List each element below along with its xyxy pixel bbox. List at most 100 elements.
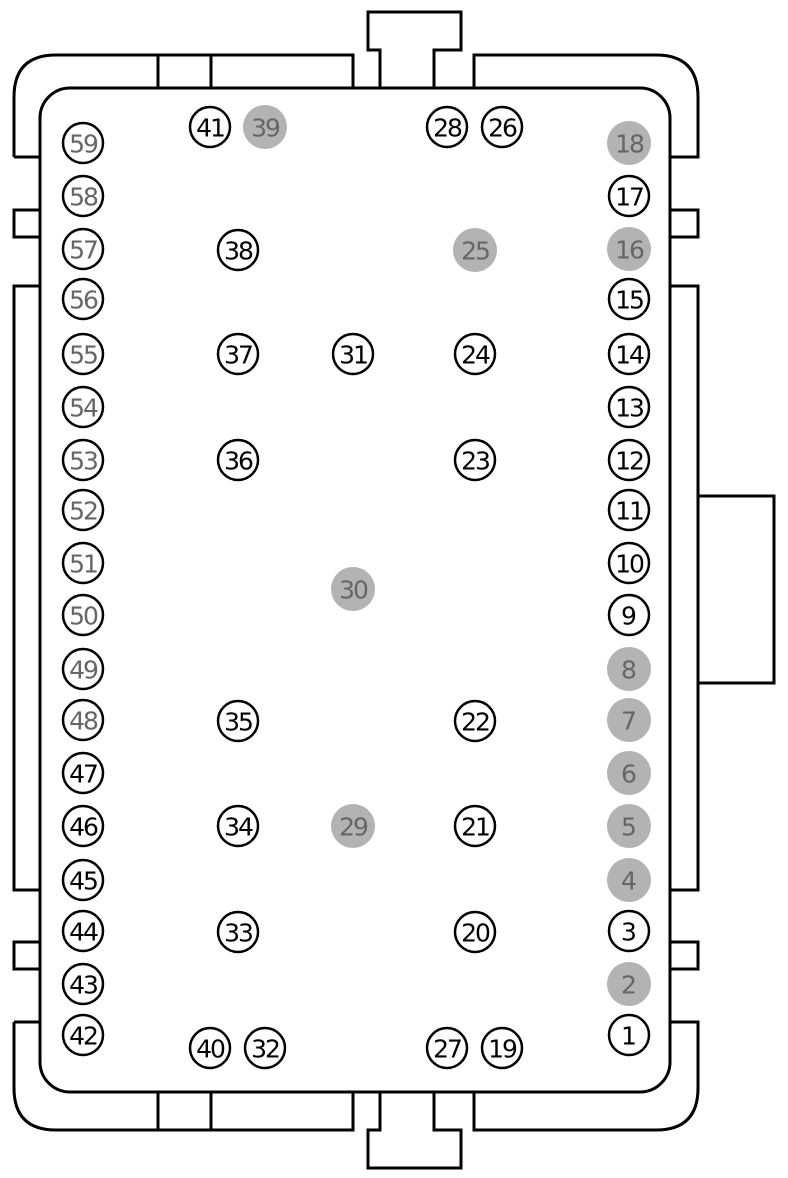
pin-11-circle [607, 488, 651, 532]
pin-6-label: 6 [621, 760, 637, 789]
pin-5-circle [607, 804, 651, 848]
pin-41: 41 [188, 105, 232, 149]
pin-23-circle [453, 438, 497, 482]
pin-39: 39 [243, 105, 287, 149]
pin-14-circle [607, 332, 651, 376]
pin-2-label: 2 [621, 971, 637, 1000]
pin-49: 49 [61, 647, 105, 691]
pin-6: 6 [607, 751, 651, 795]
pin-52: 52 [61, 488, 105, 532]
pin-59: 59 [61, 121, 105, 165]
pin-58-circle [61, 174, 105, 218]
pin-12-label: 12 [615, 447, 643, 476]
pin-23: 23 [453, 438, 497, 482]
pin-16-label: 16 [615, 236, 644, 265]
pin-59-circle [61, 121, 105, 165]
pin-15-circle [607, 277, 651, 321]
pin-50-circle [61, 593, 105, 637]
pin-53-label: 53 [69, 447, 97, 476]
pin-2-circle [607, 962, 651, 1006]
pin-16-circle [607, 227, 651, 271]
pin-26: 26 [480, 105, 524, 149]
pin-12-circle [607, 438, 651, 482]
pin-49-circle [61, 647, 105, 691]
pin-19-circle [480, 1026, 524, 1070]
pin-30-label: 30 [339, 576, 368, 605]
pin-22-circle [453, 699, 497, 743]
pin-33: 33 [216, 910, 260, 954]
pin-48-circle [61, 698, 105, 742]
pin-27-label: 27 [433, 1035, 461, 1064]
pin-44-label: 44 [69, 918, 98, 947]
pin-13-circle [607, 385, 651, 429]
pin-38-label: 38 [224, 237, 253, 266]
pin-14-label: 14 [615, 341, 644, 370]
pin-26-label: 26 [488, 114, 517, 143]
bottom-latch [366, 1092, 463, 1170]
pin-37-circle [216, 332, 260, 376]
pin-9: 9 [607, 593, 651, 637]
pin-3-label: 3 [621, 918, 637, 947]
pin-47-label: 47 [69, 760, 97, 789]
pin-40-circle [188, 1026, 232, 1070]
pin-3: 3 [607, 909, 651, 953]
pin-55-label: 55 [69, 341, 97, 370]
pin-44-circle [61, 909, 105, 953]
pin-34-circle [216, 804, 260, 848]
left-rail [12, 284, 40, 892]
pin-36: 36 [216, 438, 260, 482]
pin-28: 28 [425, 105, 469, 149]
pin-32-circle [243, 1026, 287, 1070]
pin-48-label: 48 [69, 707, 98, 736]
pin-39-label: 39 [251, 114, 280, 143]
pin-32-label: 32 [251, 1035, 279, 1064]
pin-12: 12 [607, 438, 651, 482]
pin-40-label: 40 [196, 1035, 225, 1064]
pin-42-label: 42 [69, 1022, 97, 1051]
pin-35-label: 35 [224, 708, 252, 737]
pin-13: 13 [607, 385, 651, 429]
pin-46: 46 [61, 804, 105, 848]
pin-20-label: 20 [461, 919, 490, 948]
pin-42: 42 [61, 1013, 105, 1057]
pin-56: 56 [61, 277, 105, 321]
connector-face [38, 86, 672, 1094]
pin-3-circle [607, 909, 651, 953]
pin-43-label: 43 [69, 971, 97, 1000]
pin-28-label: 28 [433, 114, 462, 143]
pin-5: 5 [607, 804, 651, 848]
pin-29-circle [331, 804, 375, 848]
pin-6-circle [607, 751, 651, 795]
pin-8-circle [607, 647, 651, 691]
pin-5-label: 5 [621, 813, 637, 842]
right-tab-lower [670, 940, 700, 971]
pin-27-circle [425, 1026, 469, 1070]
pin-33-circle [216, 910, 260, 954]
pin-1: 1 [607, 1013, 651, 1057]
pin-7-label: 7 [621, 707, 637, 736]
pin-43-circle [61, 962, 105, 1006]
pin-21-label: 21 [461, 813, 489, 842]
pin-16: 16 [607, 227, 651, 271]
pin-2: 2 [607, 962, 651, 1006]
pin-55-circle [61, 332, 105, 376]
pin-24-circle [453, 332, 497, 376]
pin-19: 19 [480, 1026, 524, 1070]
pin-37-label: 37 [224, 341, 252, 370]
pin-4-label: 4 [621, 867, 637, 896]
pin-34-label: 34 [224, 813, 253, 842]
pin-31-label: 31 [339, 341, 367, 370]
pin-38-circle [216, 228, 260, 272]
pin-52-label: 52 [69, 497, 97, 526]
top-latch [366, 10, 463, 88]
left-tab-lower [12, 940, 40, 971]
pin-20: 20 [453, 910, 497, 954]
pin-7: 7 [607, 698, 651, 742]
pin-10-circle [607, 541, 651, 585]
pin-51-circle [61, 541, 105, 585]
pin-15: 15 [607, 277, 651, 321]
pin-45-circle [61, 858, 105, 902]
pin-50: 50 [61, 593, 105, 637]
pin-41-label: 41 [196, 114, 224, 143]
pin-13-label: 13 [615, 394, 643, 423]
